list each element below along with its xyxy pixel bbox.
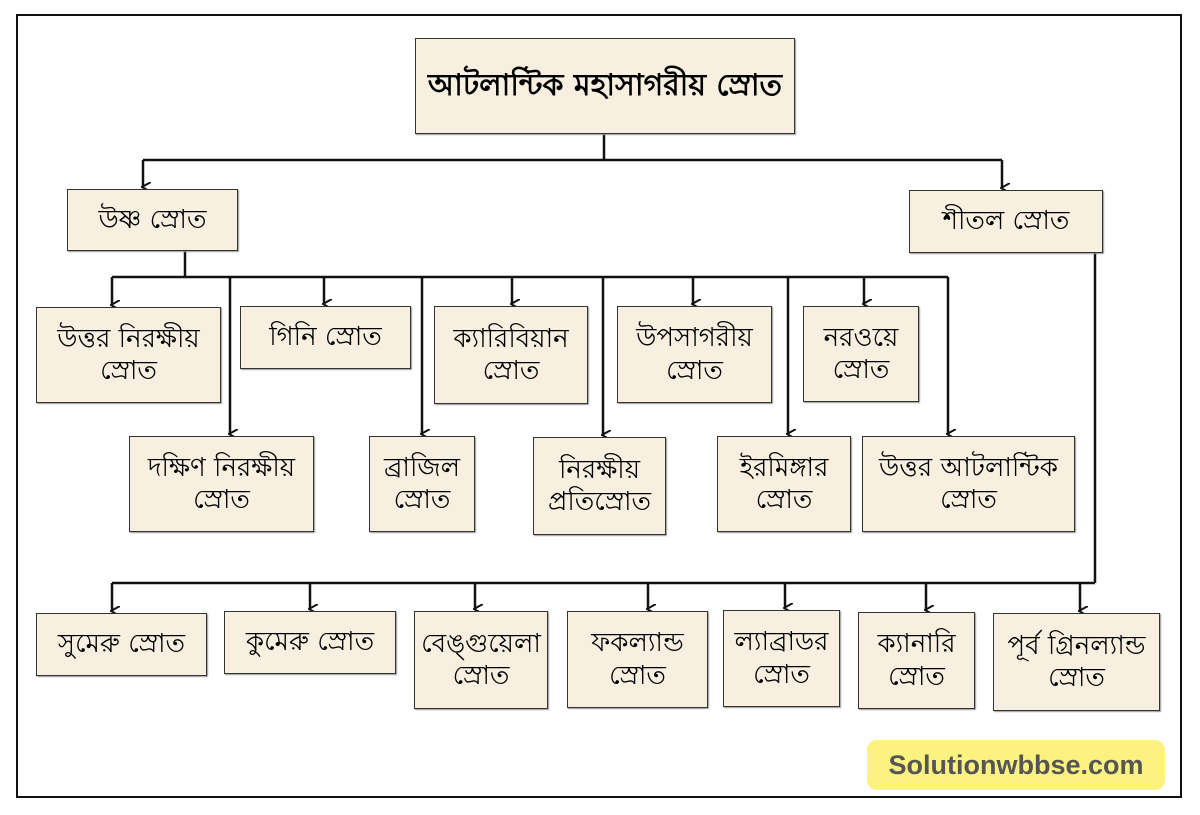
warm-node: উত্তর আটলান্টিক স্রোত: [862, 436, 1075, 532]
warm-node: ইরমিঙ্গার স্রোত: [717, 436, 851, 532]
warm-node: ব্রাজিল স্রোত: [369, 436, 475, 532]
cold-node: সুমেরু স্রোত: [36, 613, 207, 676]
cold-current-node: শীতল স্রোত: [909, 190, 1103, 253]
cold-node: কুমেরু স্রোত: [224, 611, 396, 674]
cold-node: পূর্ব গ্রিনল্যান্ড স্রোত: [993, 613, 1160, 711]
cold-node: ফকল্যান্ড স্রোত: [567, 611, 708, 708]
warm-node: নিরক্ষীয় প্রতিস্রোত: [533, 437, 666, 535]
warm-node: গিনি স্রোত: [240, 306, 411, 369]
cold-node: বেঙ্গুয়েলা স্রোত: [414, 611, 548, 709]
warm-node: উপসাগরীয় স্রোত: [617, 306, 772, 403]
cold-node: ল্যাব্রাডর স্রোত: [723, 610, 840, 707]
warm-node: ক্যারিবিয়ান স্রোত: [434, 306, 588, 404]
root-node: আটলান্টিক মহাসাগরীয় স্রোত: [415, 38, 795, 134]
watermark: Solutionwbbse.com: [867, 740, 1165, 790]
warm-node: নরওয়ে স্রোত: [803, 306, 919, 402]
warm-current-node: উষ্ণ স্রোত: [67, 189, 238, 251]
warm-node: দক্ষিণ নিরক্ষীয় স্রোত: [129, 436, 314, 532]
cold-node: ক্যানারি স্রোত: [858, 612, 975, 709]
warm-node: উত্তর নিরক্ষীয় স্রোত: [36, 307, 221, 403]
diagram-frame: [16, 14, 1182, 798]
